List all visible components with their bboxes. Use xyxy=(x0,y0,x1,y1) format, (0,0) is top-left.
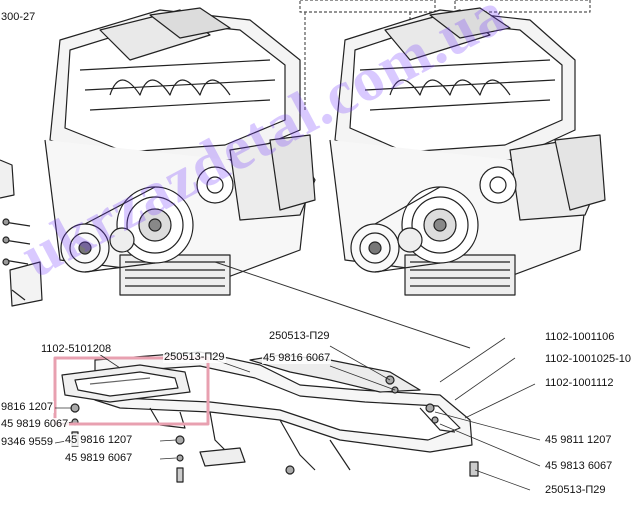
label-250513-p29-b: 250513-П29 xyxy=(163,351,226,363)
label-1102-5101208: 1102-5101208 xyxy=(40,343,113,355)
label-300-27: 300-27 xyxy=(0,11,37,23)
label-45-9813-6067: 45 9813 6067 xyxy=(544,460,614,472)
subframe-assembly xyxy=(70,351,479,483)
label-9816-1207-left: 9816 1207 xyxy=(0,401,54,413)
label-1102-1001025-10: 1102-1001025-10 xyxy=(544,353,633,365)
highlight-box xyxy=(53,356,210,426)
engine-right xyxy=(329,7,606,296)
label-45-9816-6067-top: 45 9816 6067 xyxy=(262,352,332,364)
label-1102-1001112: 1102-1001112 xyxy=(544,377,615,389)
callout-leaders xyxy=(54,337,541,491)
left-edge-parts xyxy=(0,159,43,307)
label-1102-1001106: 1102-1001106 xyxy=(544,331,616,343)
label-45-9819-6067-left: 45 9819 6067 xyxy=(0,418,70,430)
label-45-9816-1207-bottom: 45 9816 1207 xyxy=(64,434,134,446)
highlighted-plate-5101208 xyxy=(61,364,191,403)
label-45-9811-1207: 45 9811 1207 xyxy=(544,434,613,446)
label-45-9819-6067-bottom: 45 9819 6067 xyxy=(64,452,134,464)
label-250513-p29-right: 250513-П29 xyxy=(544,484,607,496)
label-9346-9559-left: 9346 9559 xyxy=(0,436,54,448)
engine-left xyxy=(44,7,316,296)
label-250513-p29-a: 250513-П29 xyxy=(268,330,331,342)
